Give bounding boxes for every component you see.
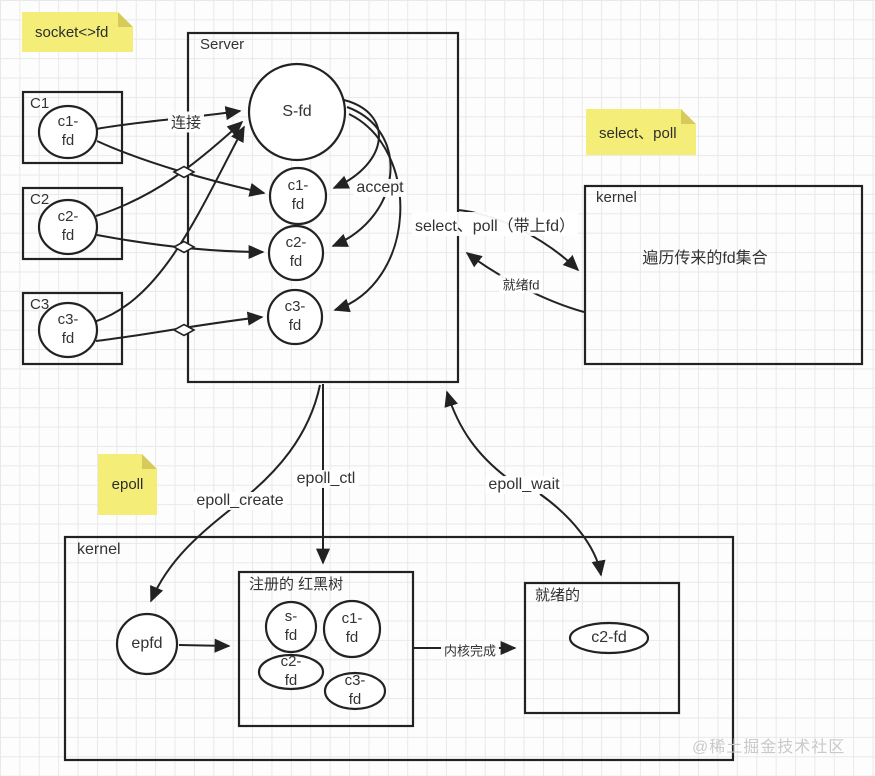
- watermark-text: @稀土掘金技术社区: [692, 739, 846, 756]
- arrow-link-c3fd: [95, 311, 264, 342]
- rbtree-title: 注册的 红黑树: [249, 576, 344, 593]
- arrow-link-c2fd: [96, 234, 265, 260]
- ready-c2fd-ellipse: [568, 621, 650, 655]
- client-c1-box: [21, 90, 124, 165]
- ready-box: [523, 581, 681, 715]
- rbtree-sfd-circle: [264, 600, 318, 654]
- client-c1fd-label: c1- fd: [57, 113, 79, 149]
- ready-box-title: 就绪的: [535, 587, 581, 604]
- kernel-done-label: 内核完成: [440, 640, 500, 660]
- client-c3fd-label: c3- fd: [57, 311, 79, 347]
- server-c3fd-circle: [266, 288, 324, 346]
- select-kernel-title: kernel: [596, 189, 637, 206]
- ready-fd-label: 就绪fd: [499, 274, 543, 294]
- epfd-circle: [115, 612, 179, 676]
- sticky-note-select-poll: select、poll: [586, 109, 696, 155]
- accept-label: accept: [353, 179, 407, 197]
- client-c2-title: C2: [30, 191, 50, 208]
- arrow-accept-c2: [331, 106, 392, 247]
- arrow-epoll-wait-down: [539, 493, 606, 577]
- diamond-marker-icon: [172, 165, 196, 179]
- epoll-ctl-label: epoll_ctl: [293, 470, 359, 488]
- ready-c2fd-label: c2-fd: [591, 629, 627, 646]
- sticky-note-text: epoll: [111, 476, 144, 493]
- epfd-label: epfd: [131, 635, 163, 652]
- client-c3-box: [21, 291, 124, 366]
- server-c1fd-label: c1- fd: [287, 177, 309, 213]
- arrow-epoll-wait-up: [444, 390, 507, 478]
- server-c2fd-label: c2- fd: [285, 234, 307, 270]
- select-kernel-body: 遍历传来的fd集合: [642, 250, 768, 267]
- sticky-note-text: select、poll: [599, 124, 677, 142]
- client-c2-box: [21, 186, 124, 261]
- server-sfd-label: S-fd: [282, 103, 312, 120]
- rbtree-c1fd-label: c1- fd: [341, 610, 363, 646]
- arrow-accept-c3: [333, 113, 402, 313]
- client-c3fd-circle: [37, 301, 99, 359]
- client-c3-title: C3: [30, 296, 50, 313]
- sticky-note-epoll: epoll: [98, 454, 157, 515]
- epoll-wait-label: epoll_wait: [485, 476, 563, 494]
- connect-label: 连接: [167, 111, 205, 133]
- server-sfd-circle: [247, 62, 347, 162]
- epoll-kernel-title: kernel: [77, 541, 121, 558]
- client-c1fd-circle: [37, 104, 99, 160]
- diamond-marker-icon: [172, 240, 196, 254]
- client-c1-title: C1: [30, 95, 50, 112]
- server-c2fd-circle: [267, 224, 325, 282]
- server-box: [186, 31, 460, 384]
- sticky-note-socket-fd: socket<>fd: [22, 12, 133, 52]
- arrow-epfd-to-rbtree: [178, 638, 231, 653]
- client-c2fd-circle: [37, 198, 99, 256]
- rbtree-c3fd-label: c3- fd: [344, 672, 366, 708]
- rbtree-sfd-label: s- fd: [284, 608, 298, 644]
- arrow-connect-c2: [95, 120, 244, 217]
- select-kernel-box: [583, 184, 864, 366]
- server-c3fd-label: c3- fd: [284, 298, 306, 334]
- rbtree-c3fd-ellipse: [323, 671, 387, 711]
- select-poll-call-label: select、poll（带上fd）: [411, 212, 579, 236]
- diamond-marker-icon: [172, 323, 196, 337]
- epoll-kernel-box: [63, 535, 735, 762]
- sticky-note-text: socket<>fd: [35, 23, 109, 41]
- rbtree-c2fd-ellipse: [257, 653, 325, 691]
- rbtree-c1fd-circle: [322, 599, 382, 659]
- epoll-create-label: epoll_create: [193, 492, 287, 510]
- client-c2fd-label: c2- fd: [57, 208, 79, 244]
- server-title: Server: [200, 36, 245, 53]
- server-c1fd-circle: [268, 166, 328, 226]
- rbtree-box: [237, 570, 415, 728]
- rbtree-c2fd-label: c2- fd: [280, 653, 302, 689]
